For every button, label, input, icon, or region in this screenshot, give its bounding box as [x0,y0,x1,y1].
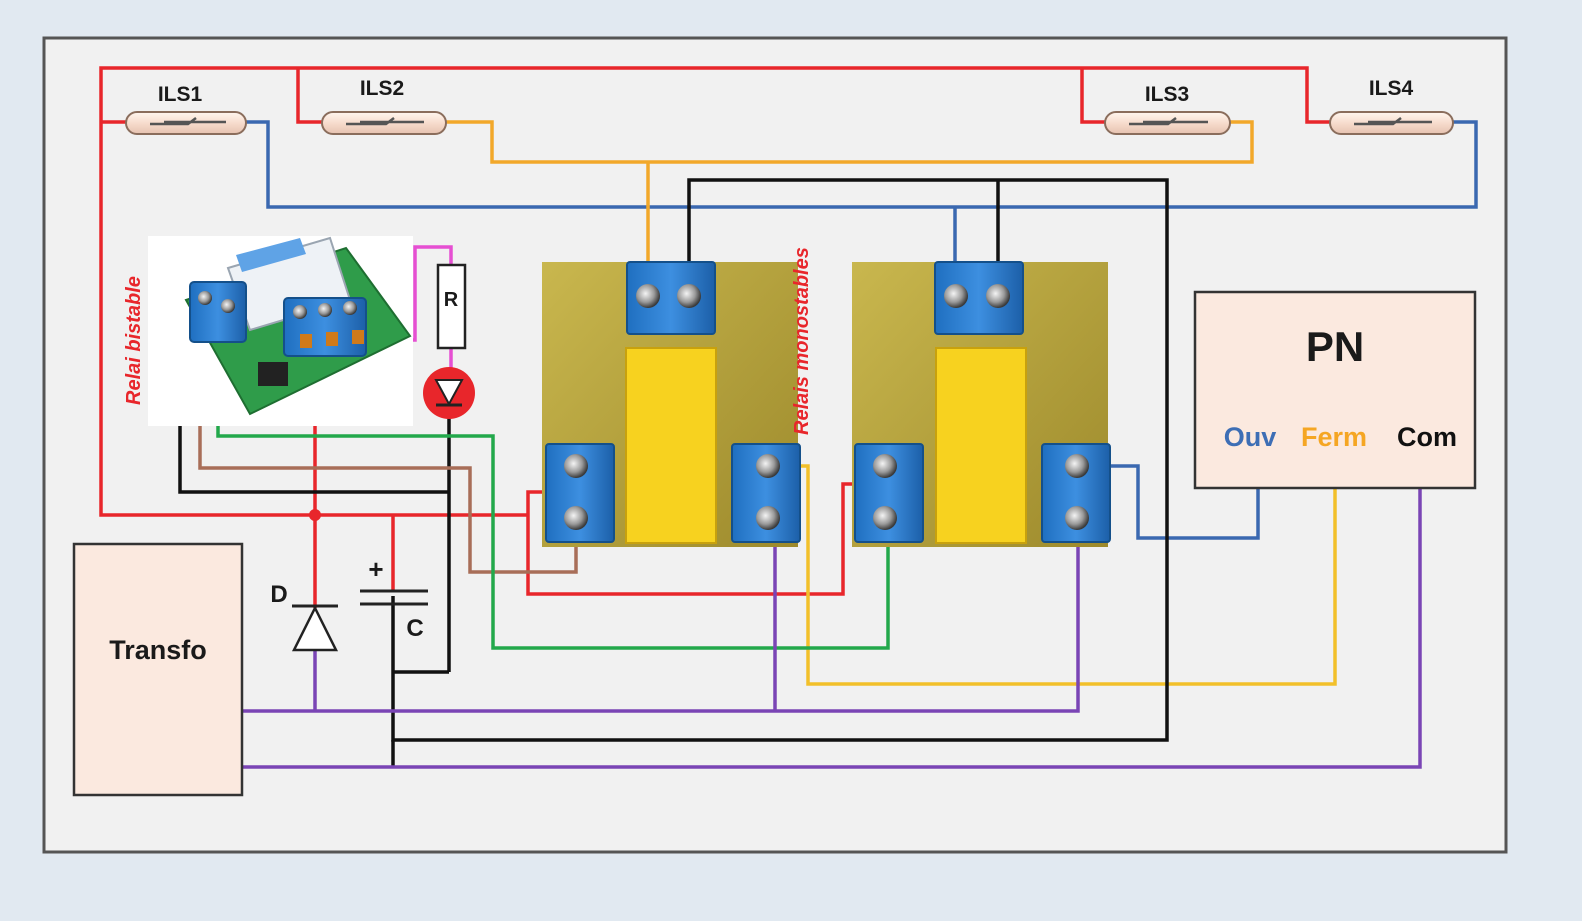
pn-title: PN [1306,323,1364,370]
level-crossing-box: PN Ouv Ferm Com [1193,290,1477,490]
capacitor-label: C [406,615,423,642]
monostable-relay-1 [542,261,801,547]
transformer-box: Transfo [72,542,244,797]
monostable-relay-2 [852,261,1111,547]
diode-label: D [270,581,287,608]
ils3-label: ILS3 [1145,83,1189,106]
wire-blue-pn [1078,464,1260,540]
bistable-relay-board [148,236,413,426]
capacitor: + C [360,554,428,642]
wire-purple-2 [242,488,1422,769]
wire-purple-1 [242,520,1080,713]
monostable-relays-label: Relais monostables [791,247,813,435]
diode: D [270,581,339,652]
wire-red-main [99,66,1330,608]
led [423,367,475,419]
reed-switch-ils2: ILS2 [321,77,447,135]
transformer-label: Transfo [109,635,207,665]
resistor: R [436,263,467,350]
pn-terminal-ferm: Ferm [1301,422,1367,452]
bistable-relay-label: Relai bistable [123,276,145,405]
ils2-label: ILS2 [360,77,404,100]
junction-dot [309,509,321,521]
pn-terminal-com: Com [1397,422,1457,452]
wire-red-link [526,482,880,596]
ils4-label: ILS4 [1369,77,1414,100]
ils1-label: ILS1 [158,83,203,106]
resistor-label: R [444,289,459,311]
reed-switch-ils1: ILS1 [125,83,247,135]
reed-switch-ils3: ILS3 [1104,83,1231,135]
pn-terminal-ouv: Ouv [1224,422,1277,452]
capacitor-plus: + [368,554,383,584]
reed-switch-ils4: ILS4 [1329,77,1454,135]
